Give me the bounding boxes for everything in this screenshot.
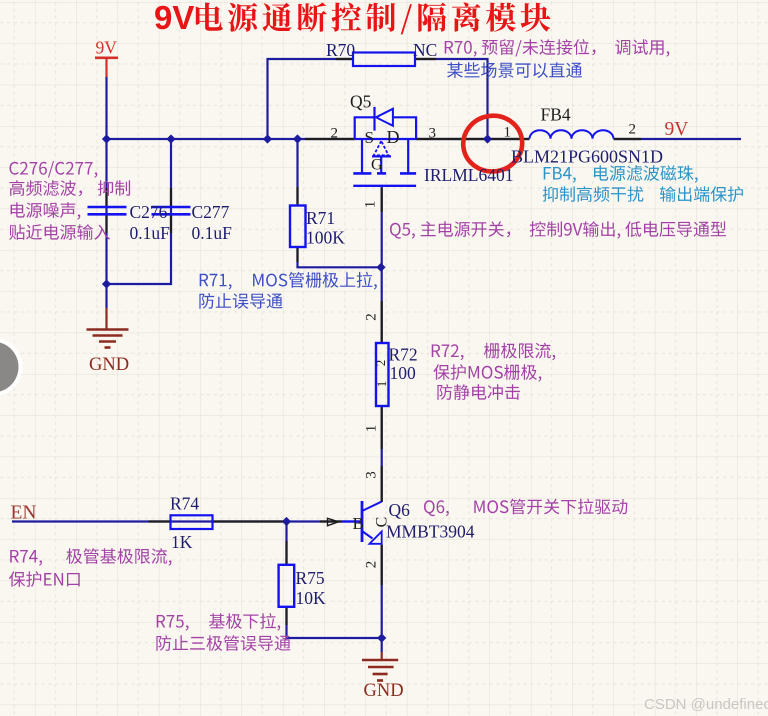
svg-text:GND: GND <box>89 355 129 375</box>
svg-text:1: 1 <box>363 201 379 209</box>
svg-text:C: C <box>374 517 391 528</box>
svg-text:1: 1 <box>364 425 380 433</box>
svg-text:NC: NC <box>413 40 437 60</box>
svg-text:S: S <box>365 128 374 147</box>
svg-text:9V: 9V <box>665 119 689 140</box>
svg-text:0.1uF: 0.1uF <box>130 223 171 243</box>
svg-text:B: B <box>353 514 364 533</box>
svg-text:R70: R70 <box>326 40 355 60</box>
svg-text:1: 1 <box>504 125 512 141</box>
svg-text:2: 2 <box>629 122 637 138</box>
svg-text:100K: 100K <box>306 228 345 248</box>
svg-text:Q5: Q5 <box>350 92 372 112</box>
svg-text:10K: 10K <box>296 588 327 608</box>
svg-text:IRLML6401: IRLML6401 <box>424 165 513 185</box>
svg-text:1K: 1K <box>171 532 193 552</box>
svg-text:D: D <box>387 127 400 147</box>
svg-text:2: 2 <box>331 126 339 142</box>
svg-text:2: 2 <box>373 360 388 367</box>
svg-text:R71: R71 <box>306 208 335 228</box>
svg-text:R74: R74 <box>170 494 199 514</box>
svg-text:R72: R72 <box>389 345 418 365</box>
svg-text:9V: 9V <box>96 38 118 58</box>
svg-text:100: 100 <box>390 363 417 383</box>
svg-text:Q6: Q6 <box>389 500 411 520</box>
svg-text:CSDN @undefined: CSDN @undefined <box>644 696 768 713</box>
svg-text:G: G <box>371 157 383 174</box>
svg-text:MMBT3904: MMBT3904 <box>386 522 475 542</box>
svg-text:R75: R75 <box>296 568 325 588</box>
svg-text:C276: C276 <box>130 202 168 222</box>
svg-text:0.1uF: 0.1uF <box>192 223 233 243</box>
svg-text:3: 3 <box>364 471 380 479</box>
svg-text:2: 2 <box>364 561 380 569</box>
svg-text:C277: C277 <box>192 202 230 222</box>
svg-text:EN: EN <box>11 503 37 524</box>
svg-text:3: 3 <box>429 126 437 142</box>
svg-text:FB4: FB4 <box>541 105 571 125</box>
svg-text:1: 1 <box>374 381 389 388</box>
svg-text:9V: 9V <box>154 0 194 36</box>
svg-text:2: 2 <box>364 313 380 321</box>
svg-text:GND: GND <box>364 681 404 701</box>
svg-text:BLM21PG600SN1D: BLM21PG600SN1D <box>511 147 663 167</box>
